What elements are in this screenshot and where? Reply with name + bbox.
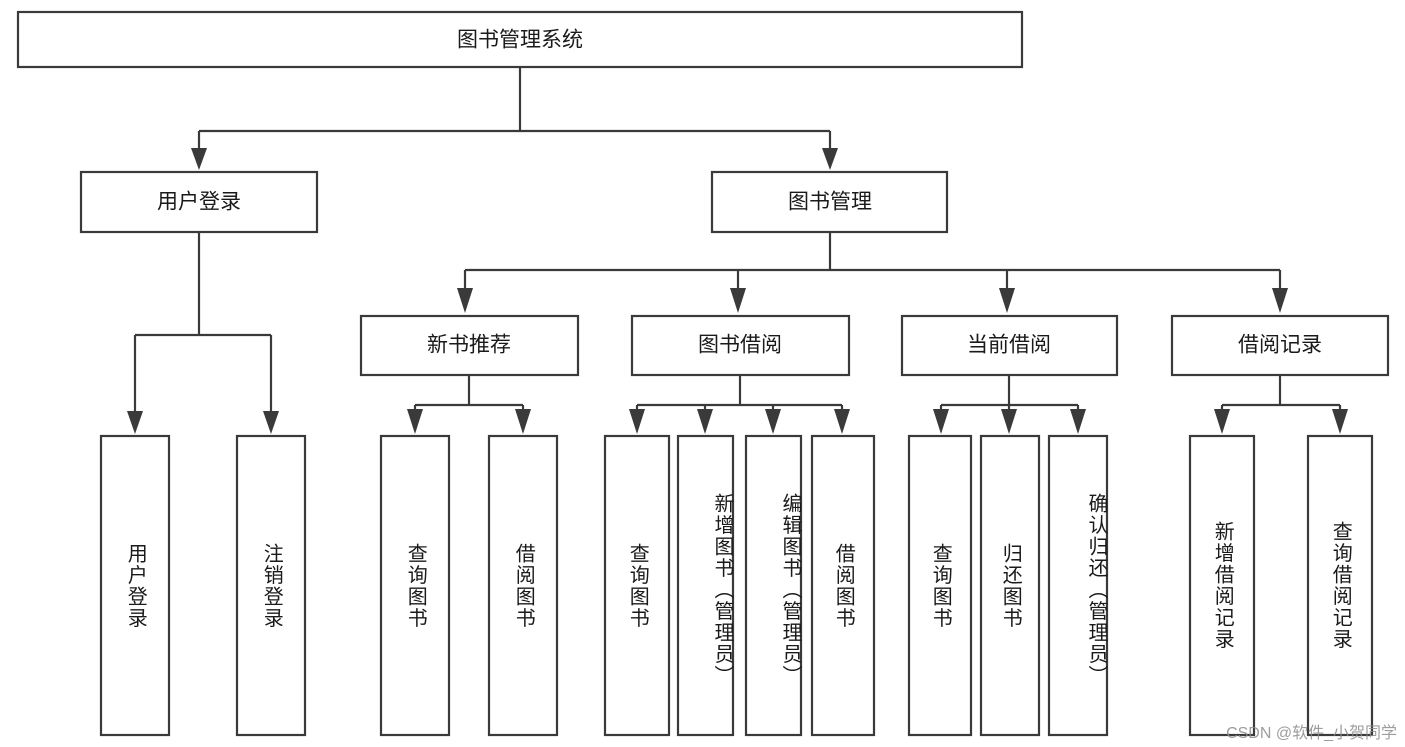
arrow-head-leaf-logout-login [263,411,279,434]
arrow-head-userlogin [191,148,207,170]
node-box-root[interactable] [16,10,1024,69]
node-box-leaf-confirm-return-admin[interactable] [1047,434,1109,737]
arrow-head-leaf-add-book-admin [697,409,713,434]
node-box-leaf-return-book[interactable] [979,434,1041,737]
node-box-current-borrow[interactable] [900,314,1119,377]
node-label-book-borrow: 图书借阅 [698,334,782,357]
arrow-head-leaf-edit-book-admin [765,409,781,434]
node-label-user-login: 用户登录 [157,191,241,214]
connector-group-currentborrow [933,375,1086,434]
arrow-head-new-book-recommend [457,288,473,313]
arrow-head-borrow-record [1272,288,1288,313]
arrow-head-leaf-user-login [127,411,143,434]
arrow-head-leaf-borrow-book-1 [515,409,531,434]
node-box-leaf-borrow-book-2[interactable] [810,434,876,737]
node-label-current-borrow: 当前借阅 [967,334,1051,357]
node-label-new-book-recommend: 新书推荐 [427,334,511,357]
arrow-head-current-borrow [999,288,1015,313]
node-label-root: 图书管理系统 [457,29,583,52]
connector-group-newbook [407,375,531,434]
arrow-head-leaf-query-book-1 [407,409,423,434]
arrow-head-book-borrow [730,288,746,313]
arrow-head-leaf-query-borrow-record [1332,409,1348,434]
node-box-leaf-query-book-2[interactable] [603,434,671,737]
arrow-head-bookmanage [822,148,838,170]
watermark-text: CSDN @软件_小贺同学 [1226,725,1397,742]
node-box-leaf-add-book-admin[interactable] [676,434,735,737]
arrow-head-leaf-query-book-3 [933,409,949,434]
arrow-head-leaf-query-book-2 [629,409,645,434]
node-label-book-manage: 图书管理 [788,191,872,214]
node-box-leaf-user-login[interactable] [99,434,171,737]
node-label-borrow-record: 借阅记录 [1238,334,1322,357]
node-box-borrow-record[interactable] [1170,314,1390,377]
node-box-leaf-query-book-1[interactable] [379,434,451,737]
connector-group-userlogin [127,232,279,434]
connector-group-borrowrecord [1214,375,1348,434]
node-box-new-book-recommend[interactable] [359,314,580,377]
node-box-leaf-borrow-book-1[interactable] [487,434,559,737]
arrow-head-leaf-return-book [1001,409,1017,434]
connector-group-bookmanage [457,232,1288,313]
node-box-leaf-query-borrow-record[interactable] [1306,434,1374,737]
arrow-head-leaf-confirm-return-admin [1070,409,1086,434]
node-box-leaf-add-borrow-record[interactable] [1188,434,1256,737]
node-box-leaf-edit-book-admin[interactable] [744,434,803,737]
node-box-user-login[interactable] [79,170,319,234]
node-box-leaf-logout-login[interactable] [235,434,307,737]
node-box-leaf-query-book-3[interactable] [907,434,973,737]
connector-group-bookborrow [629,375,850,434]
node-box-book-manage[interactable] [710,170,949,234]
arrow-head-leaf-borrow-book-2 [834,409,850,434]
node-box-book-borrow[interactable] [630,314,851,377]
arrow-head-leaf-add-borrow-record [1214,409,1230,434]
connector-group-root [191,67,838,170]
